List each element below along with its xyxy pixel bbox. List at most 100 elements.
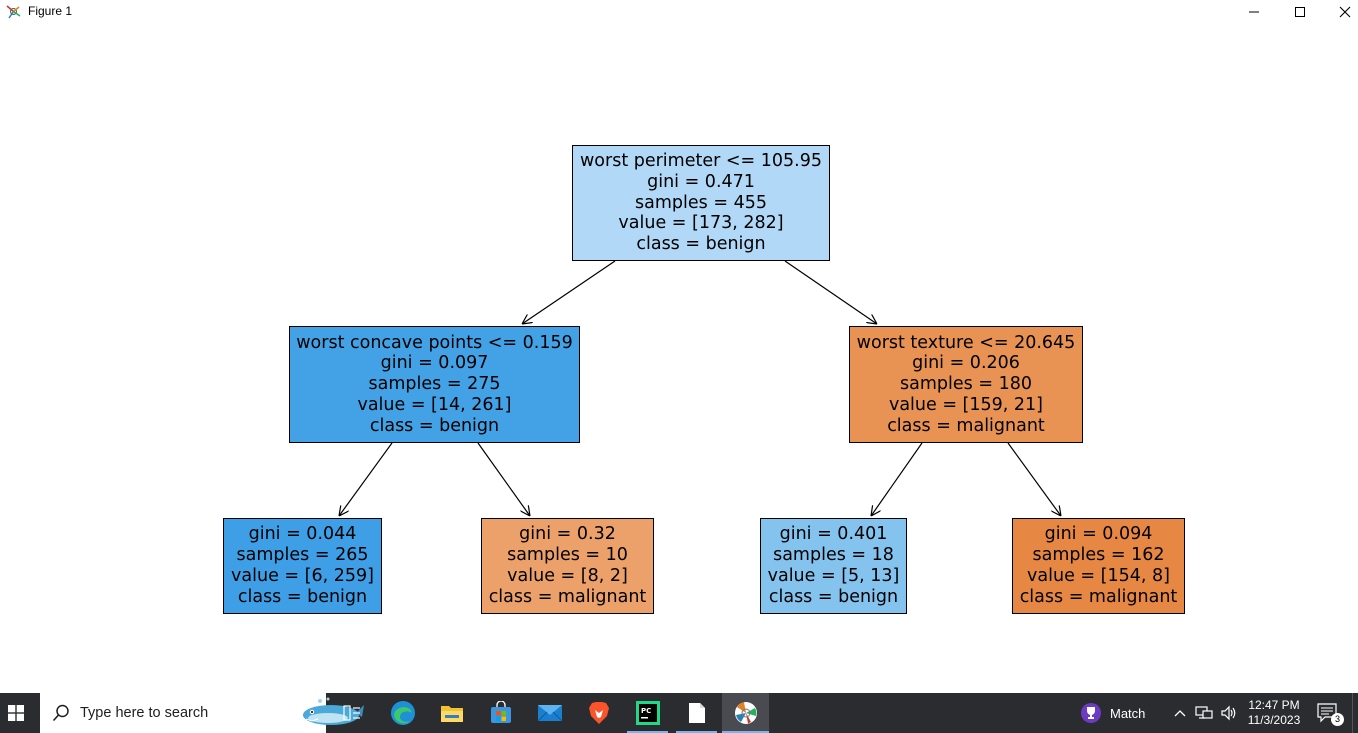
search-placeholder: Type here to search — [80, 705, 209, 721]
window-titlebar[interactable]: Figure 1 — [0, 0, 1358, 24]
tree-node-line: value = [173, 282] — [618, 213, 784, 234]
matplotlib-icon — [6, 5, 21, 19]
tree-node-line: class = benign — [768, 586, 899, 607]
tree-node-line: samples = 18 — [773, 545, 894, 566]
show-desktop-button[interactable] — [1352, 693, 1358, 733]
tree-edge-left-to-lr — [477, 442, 530, 516]
close-button[interactable] — [1322, 0, 1358, 24]
chevron-up-icon — [1174, 710, 1186, 717]
pycharm-icon: PC — [635, 701, 660, 725]
mail-icon — [537, 705, 563, 722]
tree-node-line: value = [154, 8] — [1027, 566, 1170, 586]
folder-icon — [441, 706, 463, 722]
tree-node-line: class = benign — [237, 586, 368, 607]
window-title: Figure 1 — [28, 4, 73, 18]
tree-node-line: worst texture <= 20.645 — [856, 332, 1076, 353]
tree-edge-root-to-left — [522, 260, 616, 324]
start-button[interactable] — [0, 693, 32, 733]
tree-node-line: gini = 0.471 — [647, 171, 755, 192]
matplotlib-figure-button[interactable] — [722, 693, 769, 733]
tree-node-line: samples = 275 — [368, 374, 501, 395]
tree-node-line: class = malignant — [1019, 586, 1178, 607]
tree-node-line: gini = 0.044 — [248, 524, 357, 545]
matplotlib-taskbar-icon — [734, 702, 757, 724]
pycharm-active-indicator — [627, 731, 668, 733]
tree-edge-right-to-rr — [1007, 442, 1061, 516]
trophy-icon — [1081, 703, 1101, 723]
tree-node-line: worst perimeter <= 105.95 — [579, 151, 822, 171]
notepad-active-indicator — [676, 731, 717, 733]
taskbar: Type here to search — [0, 693, 1358, 733]
tree-node-line: gini = 0.32 — [519, 524, 616, 545]
brave-lion-icon — [589, 702, 609, 724]
maximize-icon — [1295, 7, 1305, 17]
tree-edges — [0, 260, 1358, 693]
mail-button[interactable] — [528, 693, 572, 733]
tree-node-line: value = [159, 21] — [888, 394, 1044, 415]
clock-time: 12:47 PM — [1248, 698, 1300, 712]
tree-node-line: value = [14, 261] — [357, 394, 512, 415]
tree-node-line: samples = 162 — [1032, 545, 1165, 566]
tree-node-line: value = [5, 13] — [767, 566, 900, 586]
maximize-button[interactable] — [1277, 0, 1323, 24]
edge-taskbar-button[interactable] — [381, 693, 425, 733]
network-icon — [1195, 706, 1213, 719]
task-view-button[interactable] — [332, 693, 372, 733]
search-icon — [52, 704, 69, 722]
tree-node-line: gini = 0.094 — [1044, 524, 1153, 545]
notepad-button[interactable] — [676, 693, 717, 733]
brave-button[interactable] — [577, 693, 621, 733]
task-view-icon — [343, 705, 360, 721]
tree-node-line: gini = 0.401 — [779, 524, 888, 545]
tree-node-line: value = [8, 2] — [507, 566, 628, 586]
tree-node-line: worst concave points <= 0.159 — [296, 332, 573, 353]
tree-node-line: samples = 455 — [635, 192, 767, 213]
tree-node-line: class = malignant — [488, 586, 647, 607]
notification-icon — [1317, 703, 1337, 723]
volume-button[interactable] — [1217, 693, 1241, 733]
tree-node-line: samples = 265 — [236, 545, 369, 566]
matplotlib-active-indicator — [722, 731, 769, 733]
tree-node-line: samples = 10 — [507, 545, 628, 566]
minimize-icon — [1249, 11, 1259, 13]
tree-node-line: value = [6, 259] — [231, 566, 374, 586]
tree-node-line: gini = 0.097 — [380, 353, 489, 374]
clock[interactable]: 12:47 PM 11/3/2023 — [1244, 693, 1304, 733]
tree-node-line: samples = 180 — [900, 374, 1032, 395]
pycharm-button[interactable]: PC — [627, 693, 668, 733]
windows-icon — [8, 705, 24, 721]
notepad-icon — [688, 703, 705, 723]
taskbar-search-box[interactable]: Type here to search — [40, 693, 364, 733]
close-icon — [1339, 6, 1351, 18]
store-icon — [491, 701, 511, 723]
svg-text:PC: PC — [641, 707, 651, 715]
show-hidden-icons-button[interactable] — [1170, 693, 1190, 733]
notification-center-button[interactable]: 3 — [1310, 693, 1346, 733]
tree-edge-root-to-right — [784, 260, 877, 324]
notification-count-badge: 3 — [1331, 713, 1344, 726]
minimize-button[interactable] — [1231, 0, 1277, 24]
tree-edge-right-to-rl — [871, 442, 923, 516]
tree-node-line: gini = 0.206 — [912, 353, 1020, 374]
speaker-icon — [1221, 705, 1236, 721]
tree-node-line: class = benign — [369, 415, 500, 436]
network-button[interactable] — [1193, 693, 1215, 733]
edge-icon — [391, 701, 415, 725]
file-explorer-button[interactable] — [430, 693, 474, 733]
weather-widget[interactable]: Match — [1078, 693, 1160, 733]
tree-node-line: class = malignant — [887, 415, 1045, 436]
clock-date: 11/3/2023 — [1247, 713, 1301, 727]
tree-edge-left-to-ll — [339, 442, 393, 516]
tree-node-line: class = benign — [636, 234, 766, 255]
microsoft-store-button[interactable] — [479, 693, 523, 733]
weather-label: Match — [1110, 705, 1146, 721]
